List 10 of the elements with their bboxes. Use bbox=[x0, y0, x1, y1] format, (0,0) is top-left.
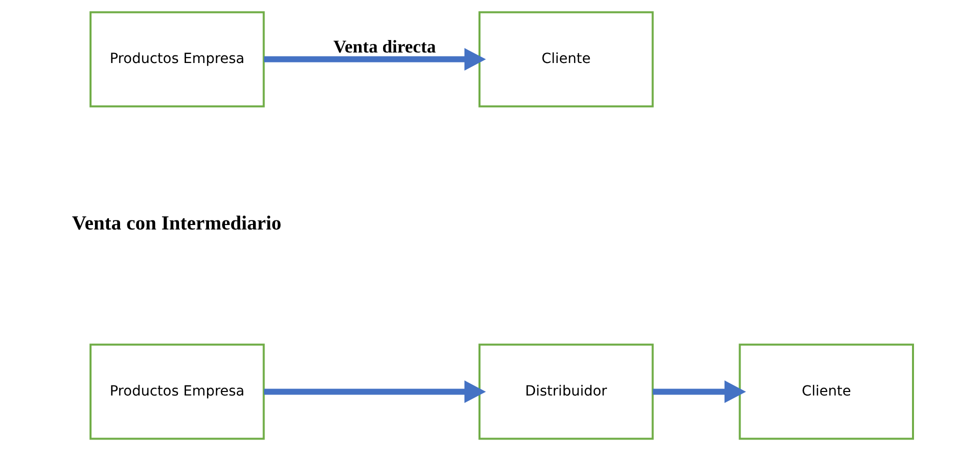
arrow bbox=[652, 380, 746, 403]
node-box: Productos Empresa bbox=[89, 344, 264, 440]
node-box: Cliente bbox=[738, 344, 914, 440]
arrow bbox=[264, 48, 486, 71]
label: Venta con Intermediario bbox=[72, 212, 281, 235]
node-box: Distribuidor bbox=[478, 344, 654, 440]
arrow bbox=[264, 380, 486, 403]
node-box: Cliente bbox=[478, 11, 654, 108]
node-box: Productos Empresa bbox=[89, 11, 264, 108]
edge-label: Venta directa bbox=[332, 36, 436, 57]
